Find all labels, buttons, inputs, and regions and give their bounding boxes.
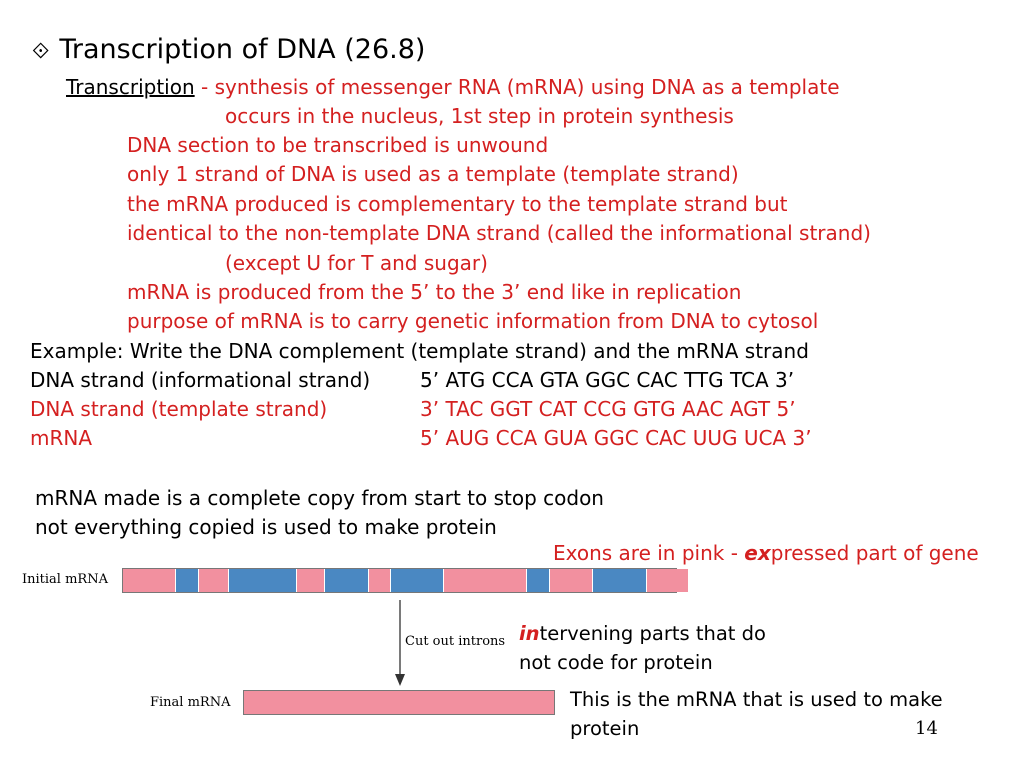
cut-out-introns-label: Cut out introns xyxy=(405,634,506,649)
final-mrna-bar xyxy=(243,690,555,715)
exon-segment xyxy=(444,569,528,592)
slide-title: ⟐ Transcription of DNA (26.8) xyxy=(32,34,425,65)
row-informational-label: DNA strand (informational strand) xyxy=(30,368,371,392)
initial-mrna-bar xyxy=(122,568,688,593)
final-annotation-line-1: This is the mRNA that is used to make xyxy=(570,688,943,711)
page-number: 14 xyxy=(915,718,938,739)
example-heading: Example: Write the DNA complement (templ… xyxy=(30,339,809,363)
row-mrna-label: mRNA xyxy=(30,426,93,450)
final-annotation-line-2: protein xyxy=(570,717,640,740)
diamond-bullet-icon: ⟐ xyxy=(32,39,50,64)
introns-annotation-line-1: intervening parts that do xyxy=(519,622,766,645)
row-informational-seq: 5’ ATG CCA GTA GGC CAC TTG TCA 3’ xyxy=(420,368,795,392)
point-6: purpose of mRNA is to carry genetic info… xyxy=(127,309,819,333)
introns-text-1: tervening parts that do xyxy=(539,622,766,645)
row-mrna-seq: 5’ AUG CCA GUA GGC CAC UUG UCA 3’ xyxy=(420,426,812,450)
point-5: mRNA is produced from the 5’ to the 3’ e… xyxy=(127,280,742,304)
point-2: only 1 strand of DNA is used as a templa… xyxy=(127,162,739,186)
intron-segment xyxy=(527,569,551,592)
final-mrna-label: Final mRNA xyxy=(150,695,231,710)
intron-segment xyxy=(175,569,199,592)
exon-segment xyxy=(368,569,392,592)
introns-annotation-line-2: not code for protein xyxy=(519,651,713,674)
note-2: not everything copied is used to make pr… xyxy=(35,515,497,539)
except-note: (except U for T and sugar) xyxy=(225,251,488,275)
definition-term: Transcription xyxy=(66,75,195,99)
exon-segment xyxy=(550,569,594,592)
exons-prefix: Exons are in pink - xyxy=(553,541,745,565)
intron-segment xyxy=(391,569,445,592)
point-3: the mRNA produced is complementary to th… xyxy=(127,192,788,216)
exon-segment xyxy=(646,569,688,592)
title-text: Transcription of DNA (26.8) xyxy=(59,34,426,65)
exons-emphasis: ex xyxy=(744,541,771,565)
initial-mrna-label: Initial mRNA xyxy=(22,572,108,587)
note-1: mRNA made is a complete copy from start … xyxy=(35,486,604,510)
intron-segment xyxy=(228,569,297,592)
intron-segment xyxy=(324,569,369,592)
down-arrow-icon xyxy=(395,600,405,686)
definition-dash: - xyxy=(194,75,215,99)
exons-annotation: Exons are in pink - expressed part of ge… xyxy=(553,541,979,565)
definition-line-2: occurs in the nucleus, 1st step in prote… xyxy=(225,104,734,128)
point-1: DNA section to be transcribed is unwound xyxy=(127,133,549,157)
exon-segment xyxy=(244,691,554,714)
row-template-seq: 3’ TAC GGT CAT CCG GTG AAC AGT 5’ xyxy=(420,397,796,421)
definition-text: synthesis of messenger RNA (mRNA) using … xyxy=(214,75,840,99)
exon-segment xyxy=(198,569,229,592)
point-4: identical to the non-template DNA strand… xyxy=(127,221,871,245)
exon-segment xyxy=(123,569,176,592)
exon-segment xyxy=(296,569,325,592)
row-template-label: DNA strand (template strand) xyxy=(30,397,328,421)
definition-line-1: Transcription - synthesis of messenger R… xyxy=(66,75,840,99)
exons-suffix: pressed part of gene xyxy=(770,541,979,565)
intron-segment xyxy=(593,569,647,592)
introns-emphasis: in xyxy=(519,622,540,645)
